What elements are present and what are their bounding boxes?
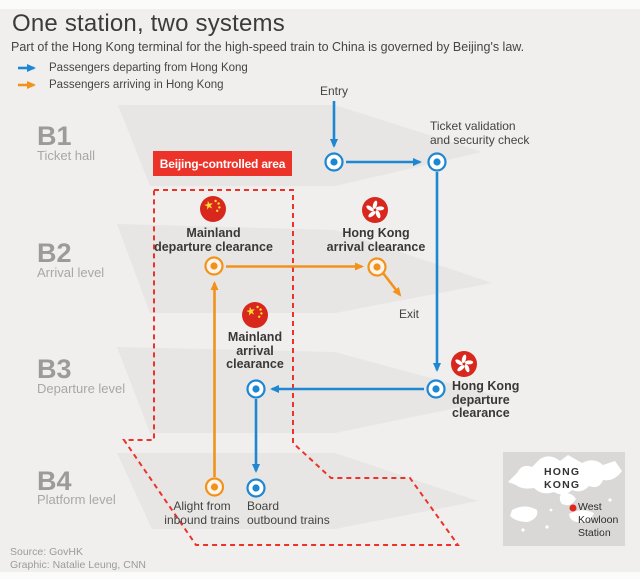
legend-departing-label: Passengers departing from Hong Kong	[49, 62, 248, 74]
station-node-hk-arrival	[367, 257, 387, 277]
level-name-b1: Ticket hall	[37, 148, 96, 163]
station-node-ticket-validation	[427, 152, 447, 172]
arriving-arrow-icon	[18, 81, 36, 89]
level-code-b2: B2	[37, 238, 72, 268]
china-flag-icon	[200, 196, 226, 222]
map-marker-label: West Kowloon Station	[578, 501, 619, 539]
map-region-label: HONG KONG	[544, 466, 581, 491]
china-flag-icon	[242, 302, 268, 328]
page-title: One station, two systems	[12, 10, 285, 37]
hong-kong-map	[508, 455, 622, 534]
station-node-board	[246, 478, 266, 498]
station-node-alight	[204, 477, 225, 497]
station-node-mainland-departure	[204, 256, 224, 276]
footer-source: Source: GovHK	[10, 546, 83, 558]
map-marker-dot	[569, 504, 577, 512]
hk-departure-label: Hong Kong departure clearance	[452, 379, 520, 420]
legend-arriving: Passengers arriving in Hong Kong	[17, 79, 224, 91]
beijing-area-badge: Beijing-controlled area	[153, 151, 292, 176]
bottom-margin-strip	[0, 572, 640, 579]
alight-label: Alight from inbound trains	[164, 499, 240, 527]
mainland-arrival-label: Mainland arrival clearance	[226, 330, 284, 371]
level-code-b4: B4	[37, 466, 72, 496]
hong-kong-flag-icon	[451, 351, 477, 377]
level-code-b3: B3	[37, 354, 72, 384]
station-node-mainland-arrival	[246, 379, 266, 399]
floor-slab-b4	[117, 453, 478, 529]
arriving-path	[210, 262, 402, 477]
beijing-controlled-area-outline	[122, 189, 460, 546]
legend-arriving-label: Passengers arriving in Hong Kong	[49, 79, 224, 91]
level-code-b1: B1	[37, 121, 72, 151]
map-inset: HONG KONG West Kowloon Station	[503, 452, 625, 546]
level-name-b2: Arrival level	[37, 265, 105, 280]
station-node-hk-departure	[426, 379, 446, 399]
departing-path	[252, 101, 441, 473]
departing-arrow-icon	[18, 64, 36, 72]
legend-departing: Passengers departing from Hong Kong	[17, 62, 248, 74]
station-node-entry	[324, 152, 344, 172]
hk-arrival-label: Hong Kong arrival clearance	[326, 226, 426, 254]
footer-credit: Graphic: Natalie Leung, CNN	[10, 559, 146, 571]
level-name-b4: Platform level	[37, 492, 116, 507]
exit-label: Exit	[399, 307, 420, 321]
level-name-b3: Departure level	[37, 381, 126, 396]
entry-label: Entry	[319, 84, 348, 98]
hong-kong-flag-icon	[362, 197, 388, 223]
board-label: Board outbound trains	[247, 499, 330, 527]
mainland-departure-label: Mainland departure clearance	[154, 226, 273, 254]
top-margin-strip	[0, 0, 640, 9]
page-subtitle: Part of the Hong Kong terminal for the h…	[11, 40, 525, 54]
exit-arrow	[381, 272, 402, 297]
ticket-validation-label: Ticket validation and security check	[430, 119, 530, 147]
